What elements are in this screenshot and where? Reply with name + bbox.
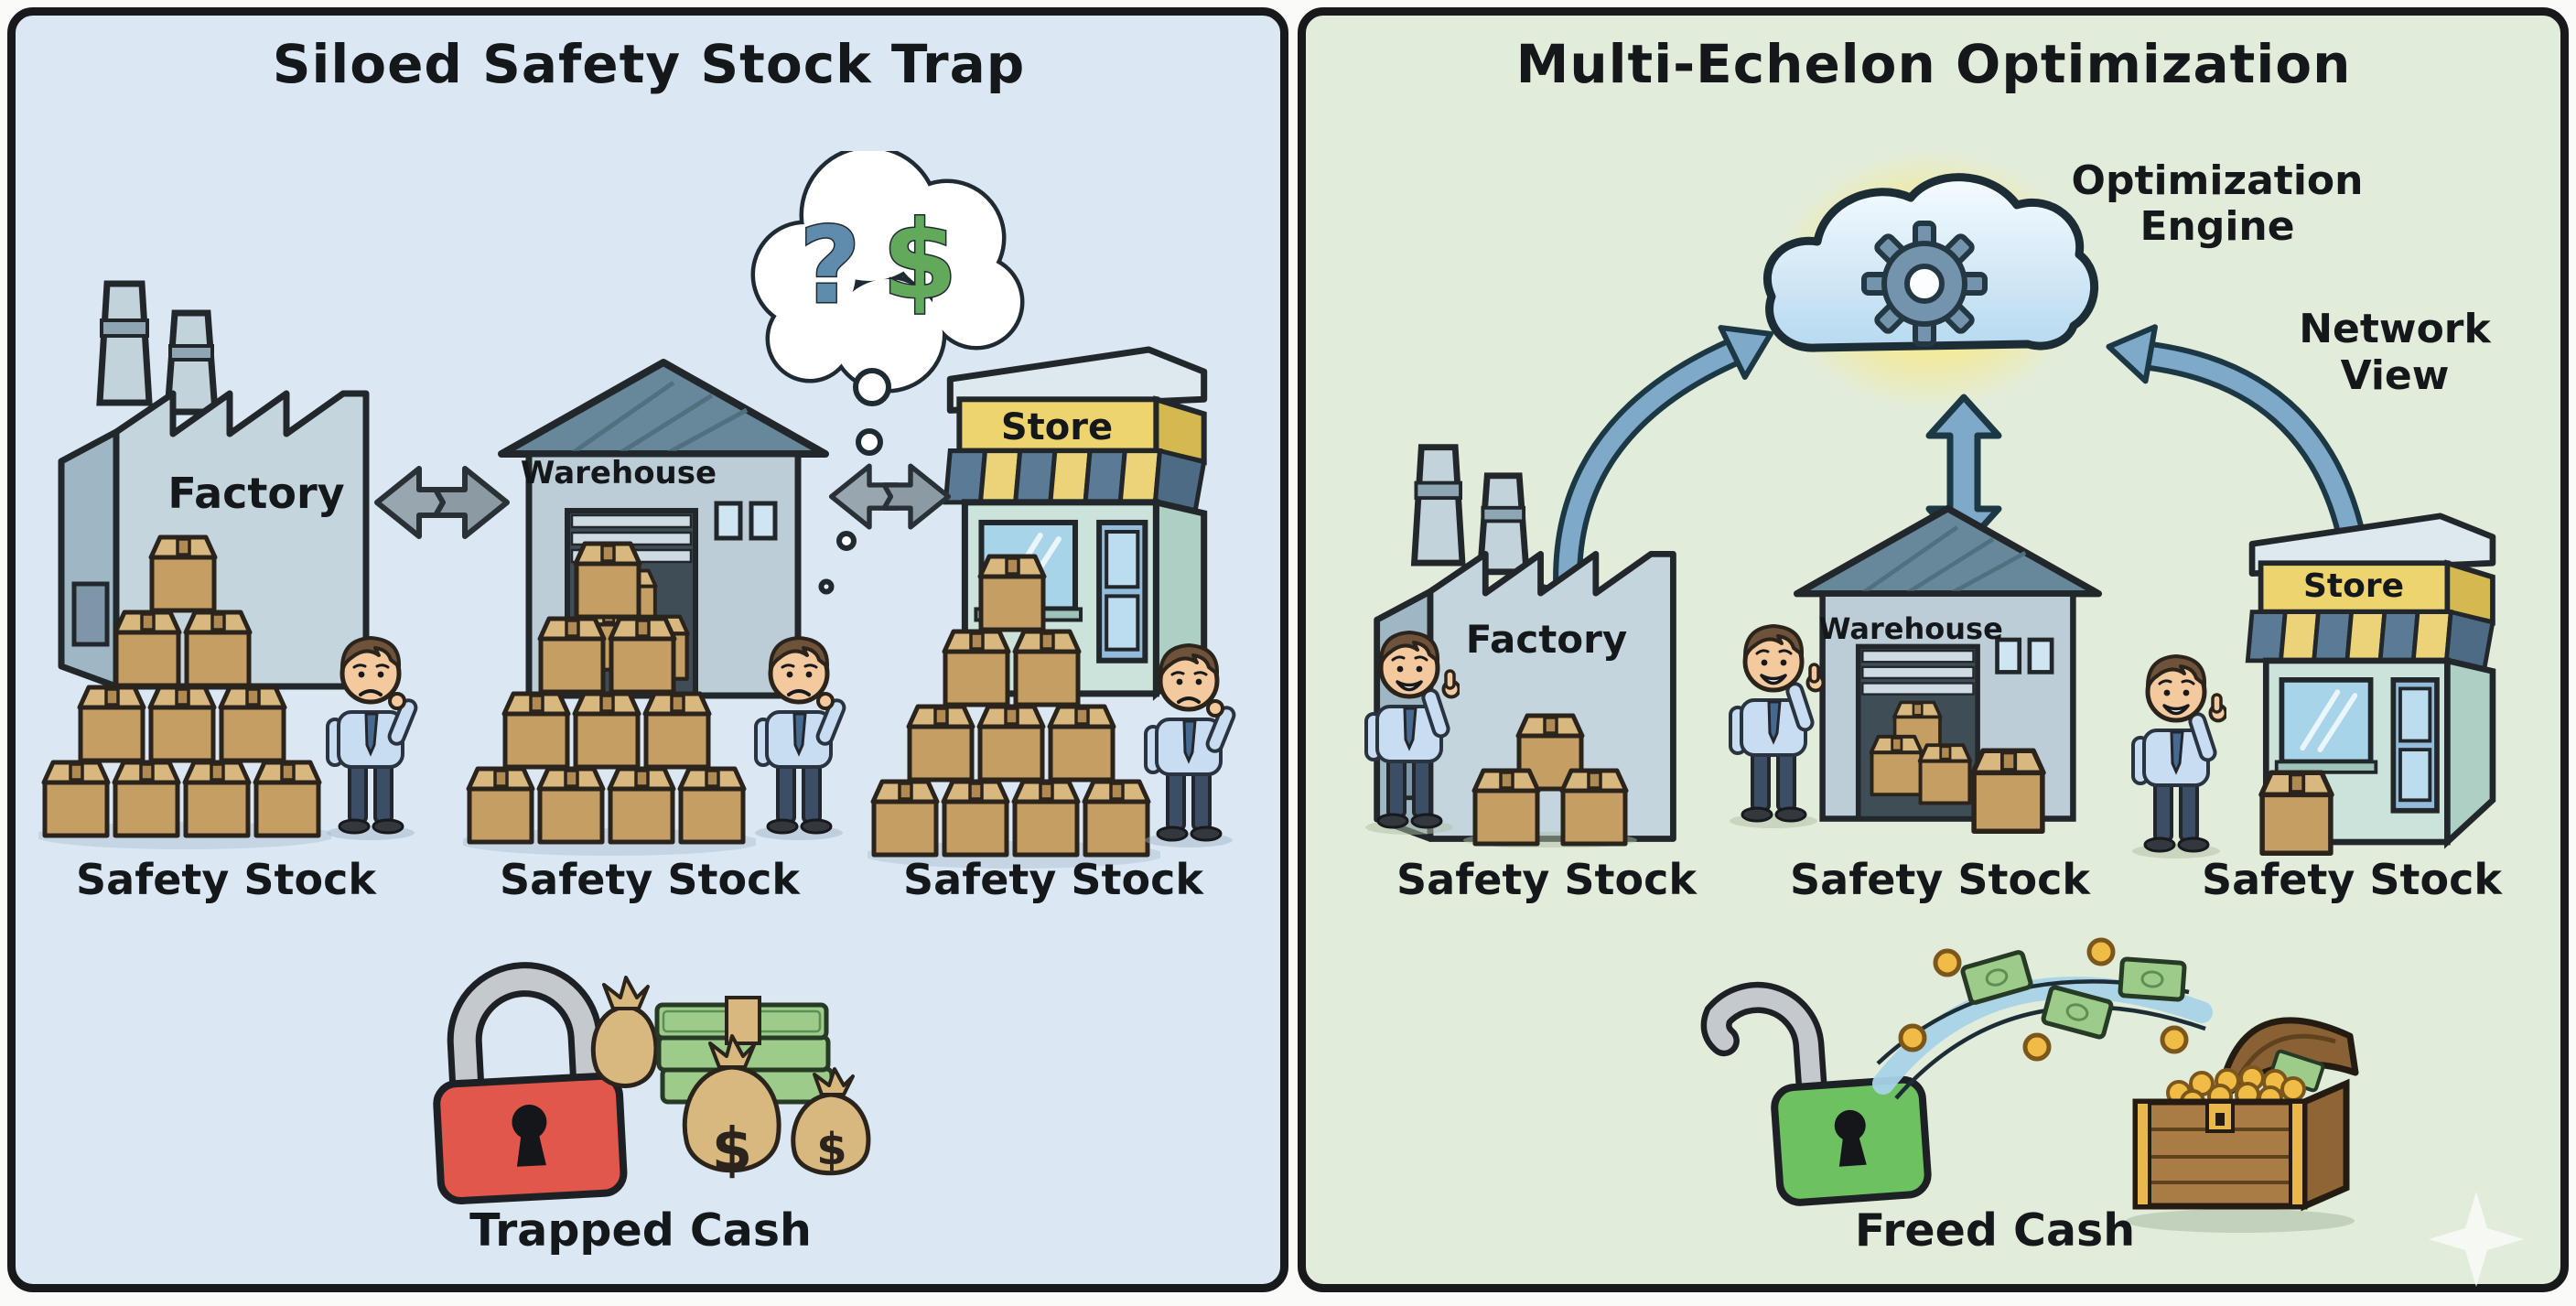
safety-stock-label: Safety Stock — [903, 855, 1203, 904]
trapped-cash-label: Trapped Cash — [469, 1204, 812, 1257]
store-sign-label: Store — [2302, 567, 2405, 605]
locked-padlock-icon — [433, 962, 628, 1204]
safety-stock-label: Safety Stock — [76, 855, 376, 904]
question-mark-icon: ? — [800, 205, 861, 328]
engine-label-line2: Engine — [2139, 203, 2295, 250]
warehouse-label: Warehouse — [1818, 611, 2003, 646]
worried-worker-icon — [320, 610, 421, 840]
store-sign-label: Store — [1000, 406, 1114, 448]
gear-icon — [1861, 221, 1988, 347]
worried-worker-icon — [1138, 617, 1239, 847]
warehouse-icon — [1781, 503, 2115, 826]
store-box-icon — [2256, 765, 2343, 858]
safety-stock-label: Safety Stock — [2202, 855, 2502, 904]
network-view-label-line2: View — [2340, 352, 2450, 399]
left-panel-title: Siloed Safety Stock Trap — [272, 33, 1026, 95]
warehouse-label: Warehouse — [520, 455, 717, 491]
treasure-chest-icon — [2126, 1017, 2359, 1233]
freed-cash-label: Freed Cash — [1854, 1204, 2136, 1257]
safety-stock-label: Safety Stock — [1396, 855, 1697, 904]
optimization-cloud-icon — [1762, 150, 2099, 410]
broken-arrows-icon — [373, 459, 511, 546]
happy-worker-icon — [2126, 628, 2226, 858]
moneybag-dollar-icon: $ — [712, 1117, 753, 1184]
moneybag-dollar-icon: $ — [816, 1124, 846, 1175]
right-panel-title: Multi-Echelon Optimization — [1515, 33, 2352, 95]
safety-stock-label: Safety Stock — [1790, 855, 2090, 904]
safety-stock-label: Safety Stock — [500, 855, 800, 904]
sparkle-icon — [2429, 1192, 2524, 1287]
happy-worker-icon — [1359, 604, 1460, 835]
money-pile-icon: $ $ — [590, 976, 871, 1184]
small-box-stack-icon — [1463, 712, 1637, 847]
factory-label: Factory — [167, 469, 345, 518]
factory-label: Factory — [1465, 617, 1628, 662]
thought-bubble-icon: ? $ — [750, 151, 1025, 595]
flying-cash-icon — [1872, 937, 2213, 1100]
worried-worker-icon — [749, 610, 849, 840]
engine-label-line1: Optimization — [2071, 157, 2364, 204]
open-padlock-icon — [1700, 981, 1932, 1206]
box-pile-icon — [868, 553, 1160, 869]
small-box-stack-icon — [1967, 743, 2054, 836]
box-pile-icon — [463, 540, 756, 856]
dollar-sign-icon: $ — [882, 197, 957, 323]
network-view-label-line1: Network — [2299, 306, 2491, 352]
box-pile-icon — [38, 534, 331, 849]
happy-worker-icon — [1723, 598, 1824, 828]
